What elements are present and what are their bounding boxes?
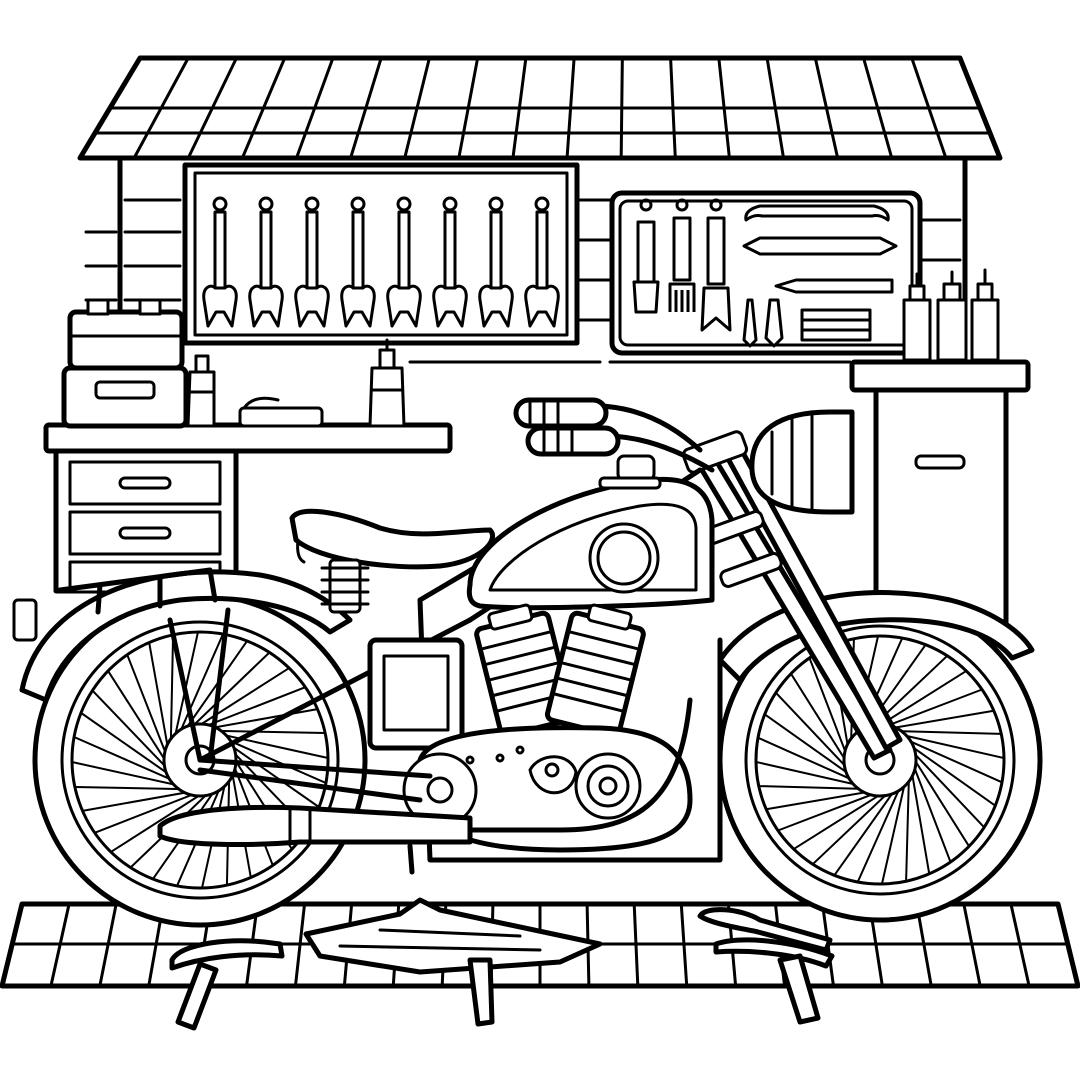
rear-fender: [19, 569, 353, 703]
wrench: [478, 196, 514, 328]
engine-cylinders: [474, 603, 646, 738]
wrench: [202, 196, 238, 328]
floor-handle-middle: [467, 957, 495, 1027]
right-cabinet: [849, 268, 1031, 633]
wrench-pegboard: [182, 162, 580, 346]
tail-light: [12, 598, 38, 642]
seat: [289, 508, 495, 570]
floor-pliers-right: [697, 907, 835, 1025]
wrench: [524, 196, 560, 328]
left-workbench: [43, 298, 453, 594]
seat-spring: [296, 538, 370, 614]
luggage-rack: [57, 567, 218, 615]
chain-guard: [197, 757, 433, 803]
wrench: [432, 196, 468, 328]
floor-tools: [169, 897, 835, 1031]
hanging-tools: [632, 198, 784, 348]
headlight: [749, 409, 855, 515]
vintage-motorcycle: [12, 397, 1043, 928]
wrench: [340, 196, 376, 328]
cabinet-bottles: [902, 268, 1000, 362]
fuel-cap: [616, 454, 656, 482]
exhaust-muffler: [157, 697, 693, 847]
wrench: [386, 196, 422, 328]
toolbox: [61, 298, 189, 429]
headlight-bands: [770, 414, 814, 512]
tool-board: [609, 190, 923, 356]
wrench: [248, 196, 284, 328]
bench-bottles: [186, 338, 406, 428]
handlebars: [513, 397, 715, 473]
roof-awning: [77, 55, 1003, 161]
bench-clamp: [238, 396, 324, 428]
floor-hammer-left: [169, 938, 285, 1031]
front-fork: [681, 430, 903, 761]
wrench: [294, 196, 330, 328]
battery-box: [367, 637, 465, 751]
floor-rag: [303, 897, 603, 975]
tank-badge: [588, 522, 660, 594]
kickstand: [407, 843, 415, 875]
horizontal-tools: [742, 204, 898, 342]
fuel-tank: [466, 476, 715, 611]
